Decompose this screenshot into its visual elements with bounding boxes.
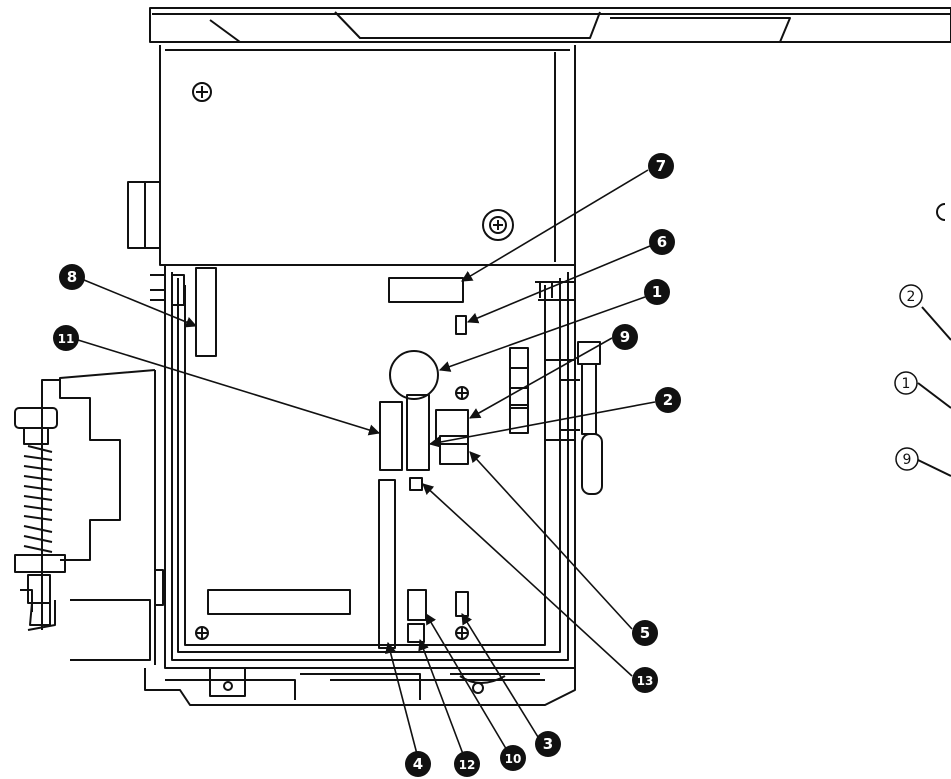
- svg-text:2: 2: [663, 391, 673, 409]
- callout-3: 3: [535, 731, 561, 757]
- base-plate: [144, 668, 576, 706]
- svg-text:1: 1: [652, 283, 662, 301]
- leader-6: [466, 245, 651, 324]
- component-12-connector: [407, 623, 425, 643]
- svg-text:4: 4: [413, 755, 423, 773]
- right-mechanism: [509, 282, 603, 495]
- leader-8: [83, 279, 198, 328]
- svg-text:12: 12: [459, 758, 476, 772]
- component-8-connector: [195, 267, 217, 357]
- left-bracket: [14, 369, 164, 665]
- leader-4: [385, 641, 419, 759]
- callout-2: 2: [655, 387, 681, 413]
- callout-9: 9: [612, 324, 638, 350]
- component-1-battery: [389, 350, 439, 400]
- leader-9: [469, 337, 613, 419]
- callout-12: 12: [454, 751, 480, 777]
- component-6-connector: [455, 315, 467, 335]
- leader-12: [418, 638, 467, 763]
- leader-13: [422, 483, 633, 677]
- pcb-strip-bottom: [207, 589, 351, 615]
- partial-right-scene: [917, 203, 951, 477]
- svg-text:11: 11: [58, 332, 75, 346]
- svg-text:9: 9: [903, 452, 912, 468]
- callout-13: 13: [632, 667, 658, 693]
- svg-text:5: 5: [640, 624, 650, 642]
- component-5-ic: [439, 435, 469, 465]
- component-3-connector: [455, 591, 469, 617]
- component-2-connector: [406, 394, 430, 471]
- callouts: 7 6 1 9 8 11 2 5: [53, 153, 681, 777]
- leader-3: [461, 613, 539, 738]
- callout-11: 11: [53, 325, 79, 351]
- component-13-connector: [409, 477, 423, 491]
- leader-10: [425, 613, 509, 753]
- screw-board: [195, 386, 469, 640]
- leader-lines: [77, 169, 656, 763]
- ring-callout-2: 2: [899, 284, 923, 308]
- svg-text:1: 1: [902, 376, 911, 392]
- ring-callouts: 2 1 9: [894, 284, 923, 471]
- svg-text:10: 10: [505, 752, 522, 766]
- screw-top-left: [192, 82, 212, 102]
- board-housing: [150, 265, 576, 669]
- svg-text:9: 9: [620, 328, 630, 346]
- upper-cover: [127, 45, 576, 266]
- leader-11: [77, 339, 381, 436]
- leader-5: [469, 451, 633, 630]
- svg-text:3: 3: [543, 735, 553, 753]
- callout-6: 6: [649, 229, 675, 255]
- svg-text:8: 8: [67, 268, 77, 286]
- callout-4: 4: [405, 751, 431, 777]
- component-7-connector: [388, 277, 464, 303]
- component-11-connector: [379, 401, 403, 471]
- component-9-ic: [435, 409, 469, 445]
- screw-cover-right: [482, 209, 514, 241]
- callout-5: 5: [632, 620, 658, 646]
- component-10-connector: [407, 589, 427, 621]
- svg-text:13: 13: [637, 674, 654, 688]
- leader-2: [428, 401, 656, 448]
- svg-text:7: 7: [656, 157, 666, 175]
- ring-callout-9: 9: [895, 447, 919, 471]
- callout-8: 8: [59, 264, 85, 290]
- callout-10: 10: [500, 745, 526, 771]
- table-top: [149, 7, 951, 43]
- component-4-connector: [378, 479, 396, 649]
- svg-text:6: 6: [657, 233, 667, 251]
- ring-callout-1: 1: [894, 371, 918, 395]
- callout-1: 1: [644, 279, 670, 305]
- callout-7: 7: [648, 153, 674, 179]
- leader-1: [438, 296, 646, 372]
- leader-7: [461, 169, 649, 282]
- svg-text:2: 2: [907, 289, 916, 305]
